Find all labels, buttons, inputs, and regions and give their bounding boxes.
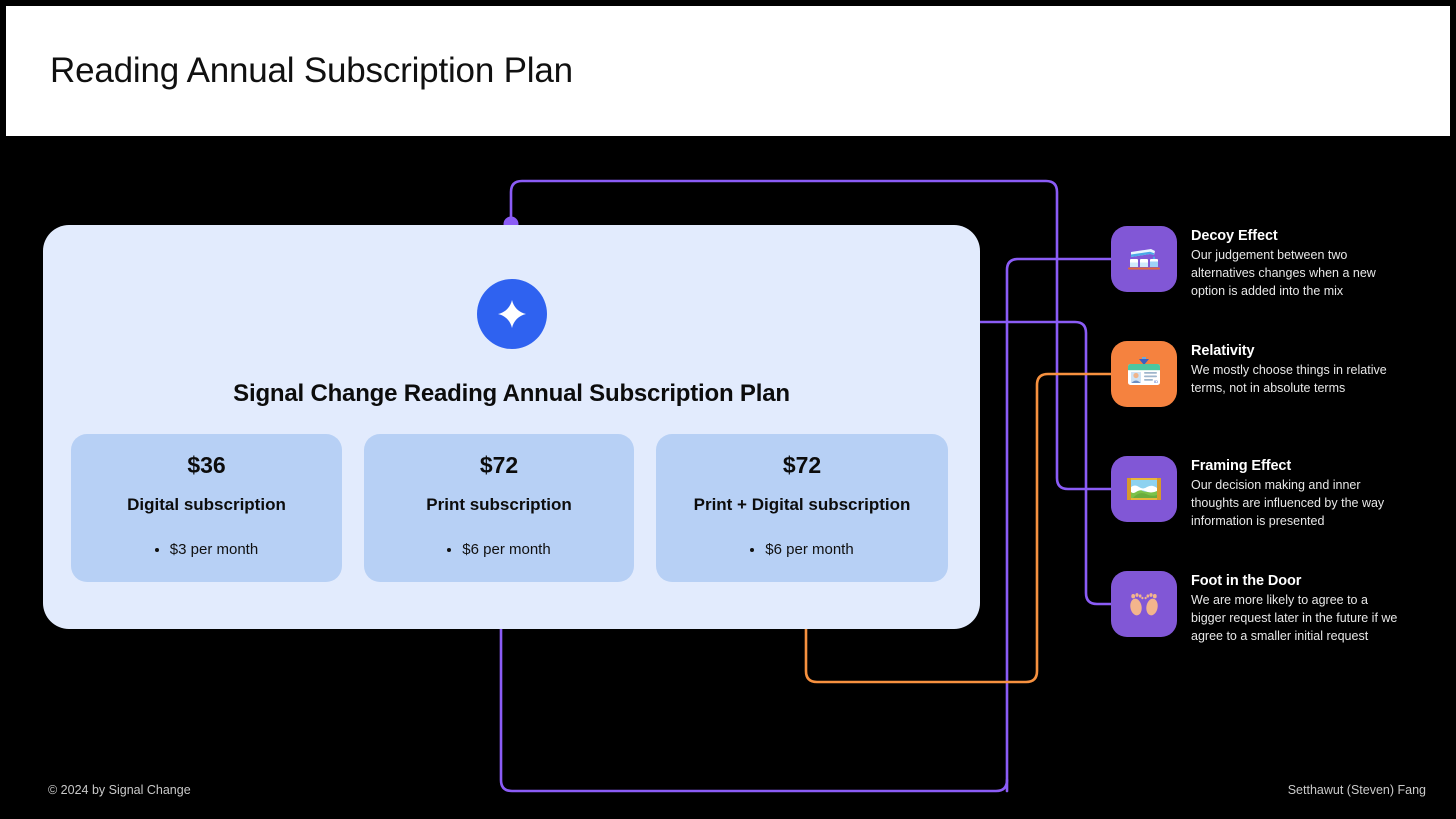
tier-card-digital[interactable]: $36 Digital subscription $3 per month: [71, 434, 342, 582]
bias-desc: Our decision making and inner thoughts a…: [1191, 478, 1385, 528]
footer-author: Setthawut (Steven) Fang: [1287, 783, 1426, 797]
tier-bullets: $3 per month: [154, 541, 258, 558]
bias-desc: We mostly choose things in relative term…: [1191, 363, 1387, 395]
tier-card-print[interactable]: $72 Print subscription $6 per month: [364, 434, 634, 582]
id-badge-icon: ID: [1111, 341, 1177, 407]
subscription-plan-card: Signal Change Reading Annual Subscriptio…: [43, 225, 980, 629]
bias-title: Relativity: [1191, 343, 1255, 359]
framed-picture-icon: [1111, 456, 1177, 522]
bias-item-foot-in-the-door[interactable]: Foot in the Door We are more likely to a…: [1111, 571, 1406, 645]
svg-text:ID: ID: [1154, 379, 1158, 384]
tier-name: Print subscription: [426, 495, 572, 514]
page-title: Reading Annual Subscription Plan: [50, 51, 573, 90]
bias-item-relativity[interactable]: ID Relativity We mostly choose things in…: [1111, 341, 1406, 407]
bias-item-framing-effect[interactable]: Framing Effect Our decision making and i…: [1111, 456, 1406, 530]
bias-title: Foot in the Door: [1191, 573, 1302, 589]
bias-text: Framing Effect Our decision making and i…: [1191, 456, 1406, 530]
footer-copyright: © 2024 by Signal Change: [48, 783, 191, 797]
four-point-star-icon: [497, 300, 526, 328]
tier-bullet: $6 per month: [447, 541, 551, 558]
tier-name: Digital subscription: [127, 495, 286, 514]
tier-name: Print + Digital subscription: [693, 495, 911, 514]
tier-card-print-digital[interactable]: $72 Print + Digital subscription $6 per …: [656, 434, 948, 582]
tier-list: $36 Digital subscription $3 per month $7…: [71, 434, 952, 582]
bias-desc: We are more likely to agree to a bigger …: [1191, 593, 1398, 643]
footprints-icon: [1111, 571, 1177, 637]
bias-item-decoy-effect[interactable]: Decoy Effect Our judgement between two a…: [1111, 226, 1406, 300]
tier-bullet: $3 per month: [154, 541, 258, 558]
slide-header: Reading Annual Subscription Plan: [6, 6, 1450, 136]
bottle-pouring-cups-icon: [1111, 226, 1177, 292]
tier-price: $72: [479, 452, 519, 478]
signal-change-star-logo: [476, 279, 547, 349]
bias-text: Decoy Effect Our judgement between two a…: [1191, 226, 1406, 300]
tier-bullets: $6 per month: [750, 541, 854, 558]
tier-price: $36: [187, 452, 226, 478]
tier-price: $72: [782, 452, 822, 478]
plan-heading: Signal Change Reading Annual Subscriptio…: [233, 380, 790, 407]
bias-text: Relativity We mostly choose things in re…: [1191, 341, 1406, 398]
bias-title: Decoy Effect: [1191, 228, 1278, 244]
bias-text: Foot in the Door We are more likely to a…: [1191, 571, 1406, 645]
tier-bullet: $6 per month: [750, 541, 854, 558]
bias-list: Decoy Effect Our judgement between two a…: [1111, 0, 1441, 819]
tier-bullets: $6 per month: [447, 541, 551, 558]
bias-title: Framing Effect: [1191, 458, 1292, 474]
bias-desc: Our judgement between two alternatives c…: [1191, 248, 1376, 298]
